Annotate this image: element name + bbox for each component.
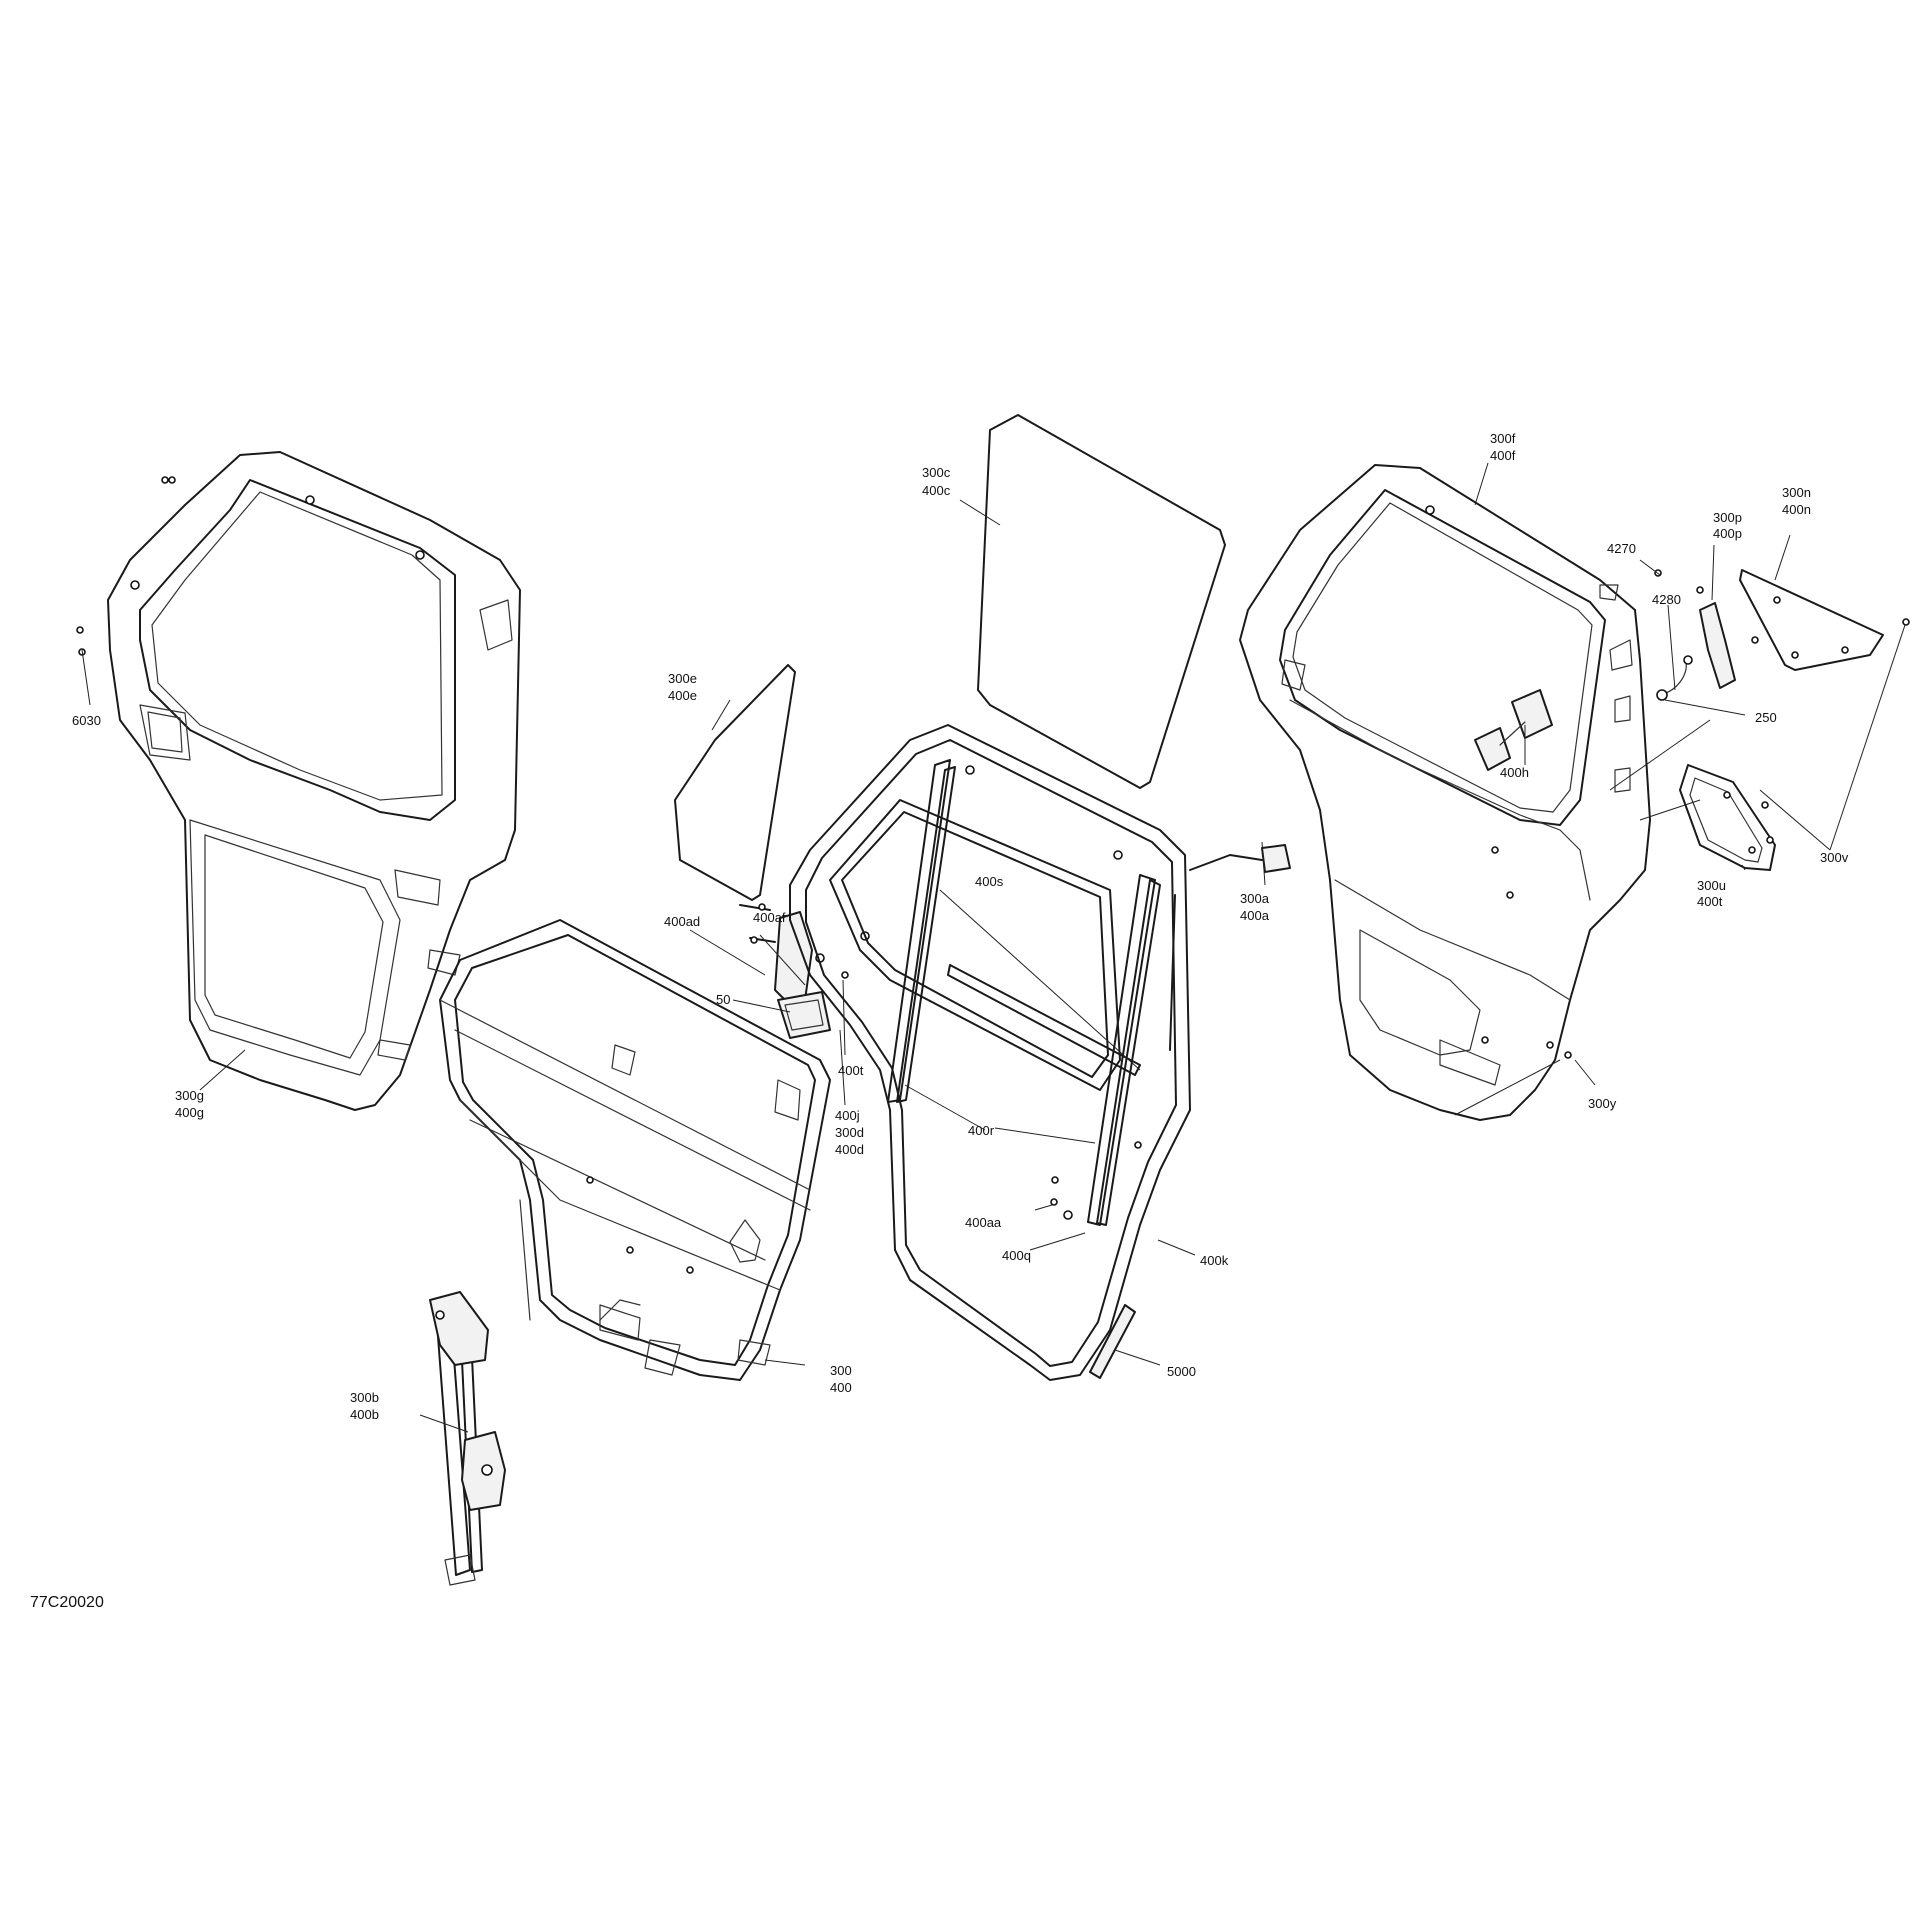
label-300f: 300f (1490, 431, 1516, 446)
label-400p: 400p (1713, 526, 1742, 541)
label-300v: 300v (1820, 850, 1849, 865)
label-50: 50 (716, 992, 730, 1007)
label-300e: 300e (668, 671, 697, 686)
label-300a: 300a (1240, 891, 1270, 906)
label-400n: 400n (1782, 502, 1811, 517)
fasteners (76, 476, 1910, 1206)
diagram-code: 77C20020 (30, 1594, 104, 1611)
label-300: 300 (830, 1363, 852, 1378)
label-300g: 300g (175, 1088, 204, 1103)
label-300d: 300d (835, 1125, 864, 1140)
outer-door-panel-left (107, 451, 521, 1111)
label-400e: 400e (668, 688, 697, 703)
label-400g: 400g (175, 1105, 204, 1120)
label-400t: 400t (838, 1063, 864, 1078)
label-4270: 4270 (1607, 541, 1636, 556)
label-400f: 400f (1490, 448, 1516, 463)
speaker-grille (1679, 764, 1776, 871)
part-labels: 300c 400c 300f 400f 300n 400n 300p 400p … (30, 431, 1849, 1611)
label-300y: 300y (1588, 1096, 1617, 1111)
label-300c: 300c (922, 465, 951, 480)
label-400af: 400af (753, 910, 786, 925)
door-frame (439, 919, 831, 1381)
label-400aa: 400aa (965, 1215, 1002, 1230)
label-400j: 400j (835, 1108, 860, 1123)
label-300n: 300n (1782, 485, 1811, 500)
label-5000: 5000 (1167, 1364, 1196, 1379)
inner-door-panel-right (1239, 464, 1651, 1121)
label-400s: 400s (975, 874, 1004, 889)
window-glass (977, 414, 1226, 789)
label-400b: 400b (350, 1407, 379, 1422)
lanyard (1654, 569, 1693, 701)
label-400q: 400q (1002, 1248, 1031, 1263)
label-400a: 400a (1240, 908, 1270, 923)
handle-assembly (1474, 689, 1553, 771)
grab-handle (1696, 586, 1759, 689)
map-pocket (1739, 569, 1884, 671)
latch-bracket (739, 904, 870, 1039)
label-400h: 400h (1500, 765, 1529, 780)
leader-lines (81, 462, 1906, 1433)
label-4280: 4280 (1652, 592, 1681, 607)
label-400k: 400k (1200, 1253, 1229, 1268)
label-400d: 400d (835, 1142, 864, 1157)
label-250: 250 (1755, 710, 1777, 725)
label-400ad: 400ad (664, 914, 700, 929)
window-regulator (429, 1291, 506, 1586)
label-400r: 400r (968, 1123, 995, 1138)
label-400c: 400c (922, 483, 951, 498)
label-6030: 6030 (72, 713, 101, 728)
door-seal (789, 724, 1191, 1381)
label-400: 400 (830, 1380, 852, 1395)
label-400t-right: 400t (1697, 894, 1723, 909)
label-300p: 300p (1713, 510, 1742, 525)
label-300u: 300u (1697, 878, 1726, 893)
lower-reflector (1089, 1304, 1136, 1379)
label-300b: 300b (350, 1390, 379, 1405)
triangle-glass (674, 664, 796, 901)
